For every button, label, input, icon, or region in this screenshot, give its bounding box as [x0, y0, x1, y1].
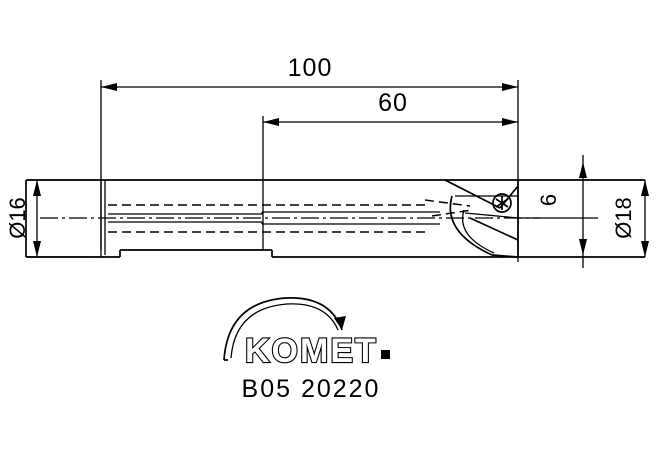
logo-swoosh-arc	[223, 297, 343, 361]
arrowhead-left-60	[263, 118, 279, 126]
arrowhead-top-6	[579, 162, 587, 178]
logo-swoosh-arc-inner	[230, 303, 339, 359]
arrowhead-bottom-d18	[641, 241, 649, 257]
logo-swoosh-arrowhead	[334, 316, 346, 330]
dimension-shank-diameter: Ø16	[5, 179, 95, 258]
dimension-flute-length: 60	[262, 89, 518, 250]
screw-head-circle	[492, 193, 512, 213]
arrowhead-right-100	[502, 83, 518, 91]
dimension-label-flute-length: 60	[378, 89, 408, 117]
pocket-hidden-line-b	[431, 209, 473, 217]
insert-seat-line-lower	[464, 212, 519, 219]
arrowhead-top-d16	[33, 180, 41, 196]
dimension-label-shank-diameter: Ø16	[5, 197, 30, 239]
arrowhead-left-100	[101, 83, 117, 91]
part-number-label: B05 20220	[242, 375, 381, 403]
dimension-end-view-6: 6	[536, 162, 587, 255]
pocket-arc-to-body	[491, 254, 519, 258]
insert-pocket-arc	[449, 195, 493, 256]
arrowhead-bottom-d16	[33, 241, 41, 257]
insert-pocket-arc-inner	[462, 209, 495, 254]
dimension-label-overall-length: 100	[288, 54, 333, 82]
arrowhead-right-60	[502, 118, 518, 126]
dimension-overall-length: 100	[100, 54, 519, 262]
cutting-edge-lower	[469, 217, 519, 241]
arrowhead-bottom-6	[579, 239, 587, 255]
torx-screw-head	[492, 193, 512, 213]
tool-side-view	[25, 179, 540, 258]
pocket-hidden-line-a	[424, 199, 471, 207]
dimension-label-body-diameter: Ø18	[611, 197, 636, 239]
end-view: 6 Ø18	[518, 155, 649, 268]
torx-star-icon	[495, 196, 509, 210]
dimension-body-diameter: Ø18	[611, 180, 649, 257]
komet-wordmark: KOMET	[245, 332, 378, 370]
dimension-label-end-view: 6	[536, 194, 561, 206]
komet-logo: KOMET B05 20220	[223, 297, 390, 403]
arrowhead-top-d18	[641, 180, 649, 196]
insert-pocket-upper-face	[444, 179, 501, 209]
komet-logo-period	[381, 350, 390, 359]
